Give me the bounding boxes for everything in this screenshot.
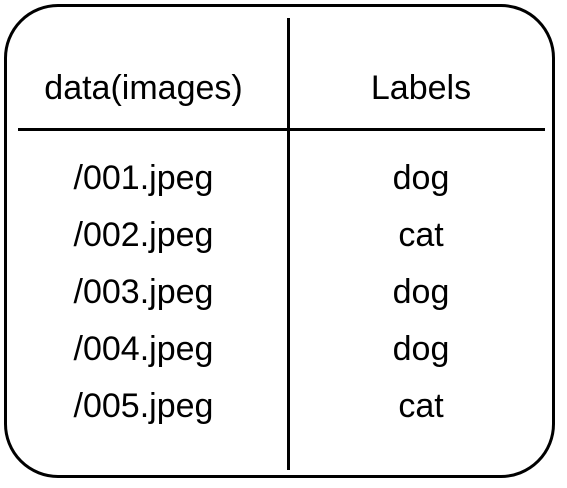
table-row-4-file: /004.jpeg <box>73 330 214 368</box>
header-data-images: data(images) <box>44 69 243 107</box>
table-row-2-label: cat <box>398 216 444 254</box>
table-row-5-label: cat <box>398 387 444 425</box>
table-row-1-file: /001.jpeg <box>73 159 214 197</box>
header-divider <box>18 128 545 131</box>
table-row-5-file: /005.jpeg <box>73 387 214 425</box>
table-row-3-label: dog <box>392 273 450 311</box>
header-labels: Labels <box>370 69 472 107</box>
column-divider <box>287 18 290 470</box>
table-row-3-file: /003.jpeg <box>73 273 214 311</box>
table-row-1-label: dog <box>392 159 450 197</box>
table-row-2-file: /002.jpeg <box>73 216 214 254</box>
table-frame <box>4 4 555 478</box>
table-row-4-label: dog <box>392 330 450 368</box>
